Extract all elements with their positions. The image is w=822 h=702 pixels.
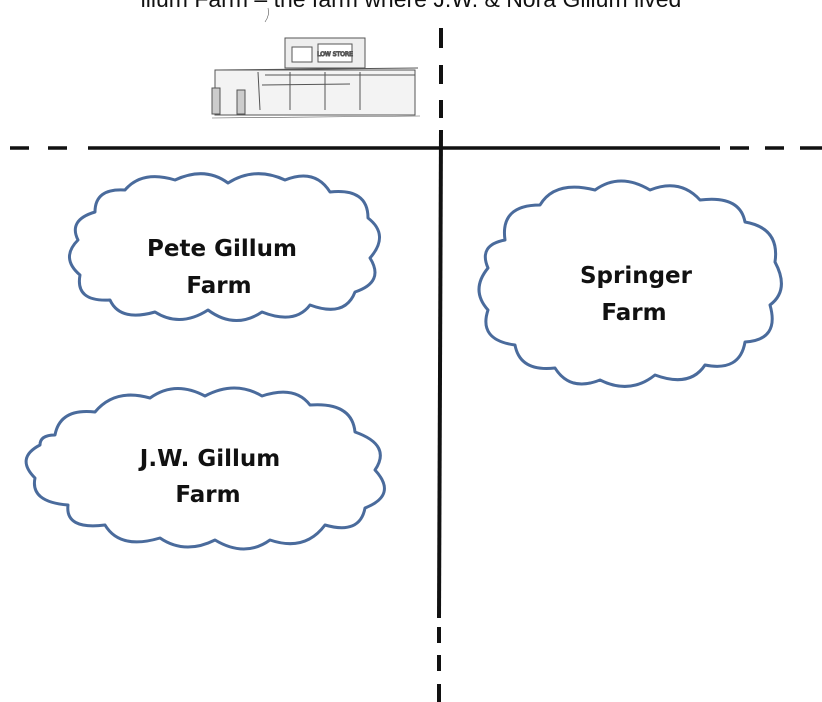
store-sign: LOW STORE <box>317 51 353 58</box>
farm-label-line: Farm <box>175 482 240 508</box>
road-main-north-south <box>437 129 443 619</box>
farm-cloud-springer: Springer Farm <box>477 179 783 388</box>
farm-label-line: Pete Gillum <box>147 236 297 262</box>
farm-cloud-jw: J.W. Gillum Farm <box>24 386 386 551</box>
farm-label-line: Farm <box>601 300 666 326</box>
road-vertical <box>437 28 443 702</box>
farm-cloud-pete: Pete Gillum Farm <box>68 172 381 322</box>
farm-label-line: Farm <box>186 273 251 299</box>
diagram-title: illum Farm – the farm where J.W. & Nora … <box>0 0 822 13</box>
farm-label-line: Springer <box>580 263 693 289</box>
farm-label-line: J.W. Gillum <box>138 446 280 472</box>
store-sketch-icon: LOW STORE <box>211 7 421 119</box>
